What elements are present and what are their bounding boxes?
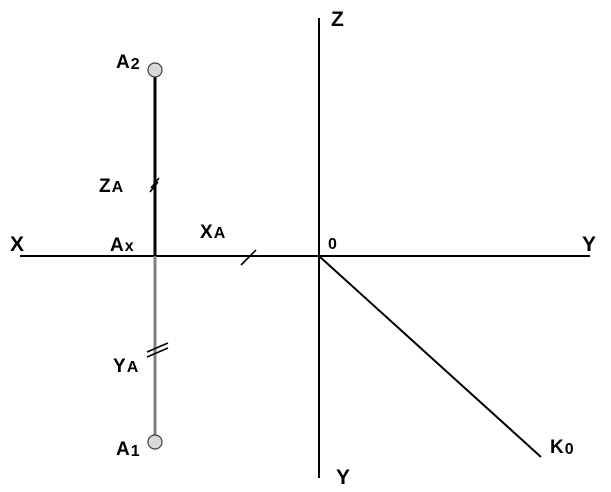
label-a2: A2 [116, 52, 140, 73]
label-y-bottom: Y [336, 466, 350, 489]
label-za: ZA [99, 176, 124, 197]
xa-tick-mark [240, 249, 257, 266]
ya-tick-mark [146, 342, 169, 358]
label-xa: XA [200, 222, 226, 243]
label-a1: A1 [116, 439, 140, 460]
label-x-left: X [10, 233, 24, 256]
point-a1 [147, 434, 163, 450]
label-k0: K0 [550, 437, 574, 458]
point-a2 [147, 62, 163, 78]
label-z-top: Z [331, 8, 344, 31]
label-y-right: Y [582, 233, 596, 256]
k0-constant-line [318, 255, 542, 458]
za-tick-mark [149, 177, 160, 193]
label-origin: 0 [328, 236, 337, 253]
label-ax: Ax [110, 235, 134, 256]
label-ya: YA [113, 356, 139, 377]
